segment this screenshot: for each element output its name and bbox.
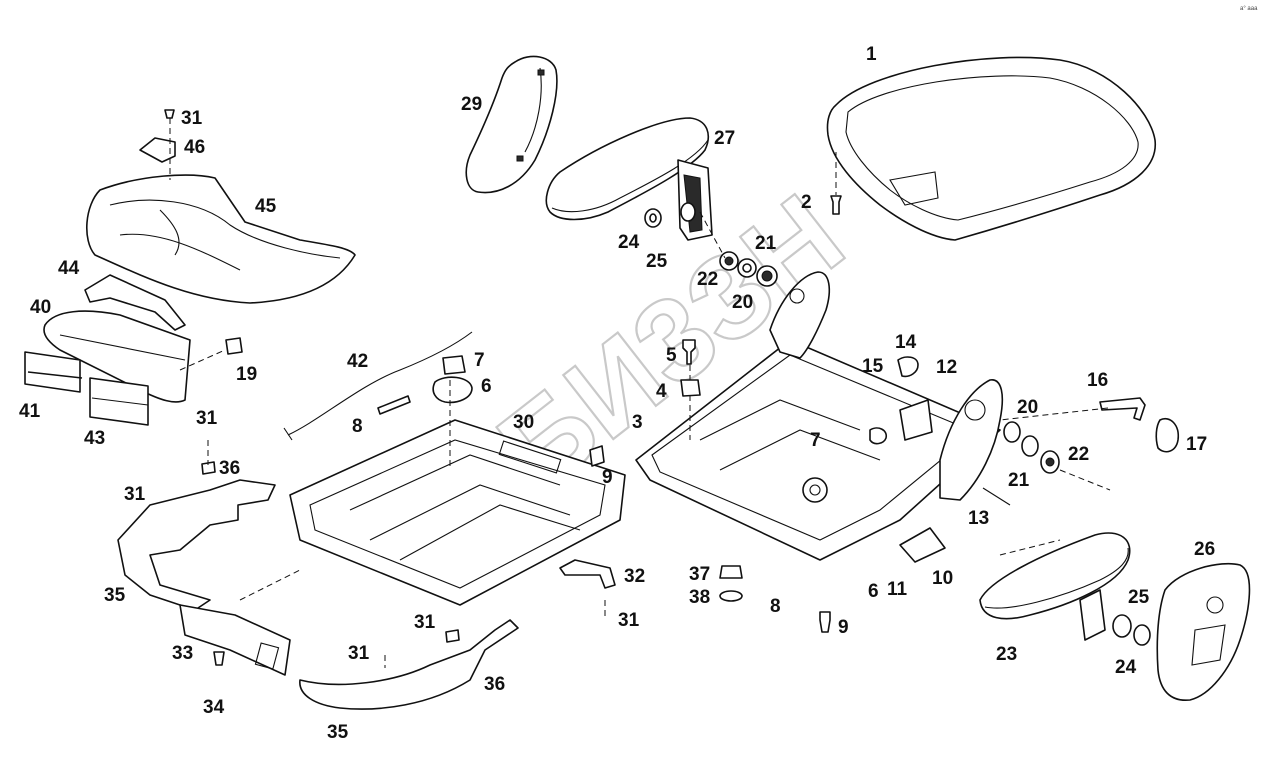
callout-31-bottom: 31 bbox=[414, 612, 436, 633]
callout-22-upper: 22 bbox=[697, 269, 718, 290]
part-fitting-30 bbox=[589, 445, 605, 467]
callout-17: 17 bbox=[1186, 434, 1207, 455]
callout-24-lower: 24 bbox=[1115, 657, 1137, 678]
callout-30: 30 bbox=[513, 412, 534, 433]
part-armrest-bushings bbox=[644, 202, 696, 228]
corner-mark: a° aaa bbox=[1240, 6, 1258, 12]
callout-5: 5 bbox=[666, 345, 677, 366]
callout-23: 23 bbox=[996, 644, 1017, 665]
part-side-trim-26 bbox=[1156, 562, 1251, 701]
callout-36-lower: 36 bbox=[484, 674, 505, 695]
part-cable-42 bbox=[283, 331, 473, 441]
part-nut-19 bbox=[179, 337, 243, 371]
callout-11: 11 bbox=[887, 579, 908, 600]
callout-21-lower: 21 bbox=[1008, 470, 1030, 491]
part-bracket-46 bbox=[139, 109, 176, 180]
callout-8-left: 8 bbox=[352, 416, 363, 437]
callout-35-upper: 35 bbox=[104, 585, 126, 606]
callout-31-mid: 31 bbox=[196, 408, 218, 429]
callout-33: 33 bbox=[172, 643, 193, 664]
part-seat-cushion bbox=[826, 56, 1156, 241]
callout-25-upper: 25 bbox=[646, 251, 668, 272]
part-fitting-36 bbox=[201, 461, 460, 643]
callout-21-upper: 21 bbox=[755, 233, 777, 254]
callout-10: 10 bbox=[932, 568, 953, 589]
callout-46: 46 bbox=[184, 137, 205, 158]
callout-43: 43 bbox=[84, 428, 105, 449]
part-bracket-44 bbox=[84, 274, 186, 331]
callout-31-left: 31 bbox=[124, 484, 146, 505]
part-side-trim-29 bbox=[465, 55, 558, 194]
part-rail-41 bbox=[24, 351, 83, 393]
callout-12: 12 bbox=[936, 357, 957, 378]
callout-15: 15 bbox=[862, 356, 884, 377]
part-mechanism-left bbox=[377, 355, 473, 415]
callout-9-top: 9 bbox=[602, 467, 613, 488]
callout-42: 42 bbox=[347, 351, 368, 372]
callout-24-upper: 24 bbox=[618, 232, 640, 253]
callout-26: 26 bbox=[1194, 539, 1215, 560]
callout-31-top: 31 bbox=[181, 108, 203, 129]
callout-31-right: 31 bbox=[618, 610, 640, 631]
callout-32: 32 bbox=[624, 566, 645, 587]
callout-4: 4 bbox=[656, 381, 667, 402]
part-rail-43 bbox=[89, 377, 149, 426]
part-slide-33 bbox=[179, 604, 291, 676]
part-seat-frame-left bbox=[289, 419, 626, 606]
part-seat-frame-3 bbox=[635, 271, 1004, 561]
part-screw-2 bbox=[830, 152, 842, 215]
callout-7-left: 7 bbox=[474, 350, 485, 371]
callout-19: 19 bbox=[236, 364, 257, 385]
callout-31-lower: 31 bbox=[348, 643, 370, 664]
callout-36-upper: 36 bbox=[219, 458, 240, 479]
callout-9-bottom: 9 bbox=[838, 617, 849, 638]
callout-20-lower: 20 bbox=[1017, 397, 1038, 418]
callout-35-lower: 35 bbox=[327, 722, 349, 743]
part-washers-lower bbox=[982, 421, 1060, 506]
callout-25-lower: 25 bbox=[1128, 587, 1150, 608]
callout-38: 38 bbox=[689, 587, 710, 608]
part-seat-pan-45 bbox=[85, 174, 356, 304]
callout-22-lower: 22 bbox=[1068, 444, 1089, 465]
callout-8-right: 8 bbox=[770, 596, 781, 617]
part-lever-16 bbox=[1099, 397, 1180, 453]
part-bracket-10 bbox=[899, 527, 946, 563]
part-mechanism-12 bbox=[869, 356, 933, 445]
callout-41: 41 bbox=[19, 401, 41, 422]
part-bracket-32 bbox=[559, 559, 616, 589]
callout-44: 44 bbox=[58, 258, 80, 279]
callout-45: 45 bbox=[255, 196, 277, 217]
part-nut-37 bbox=[719, 565, 743, 602]
callout-6-left: 6 bbox=[481, 376, 492, 397]
callout-6-right: 6 bbox=[868, 581, 879, 602]
callout-37: 37 bbox=[689, 564, 710, 585]
callout-16: 16 bbox=[1087, 370, 1108, 391]
callout-27: 27 bbox=[714, 128, 735, 149]
callouts: 1 2 3 4 5 6 6 7 7 8 8 9 9 10 11 12 13 14… bbox=[19, 44, 1215, 743]
callout-29: 29 bbox=[461, 94, 482, 115]
callout-40: 40 bbox=[30, 297, 51, 318]
part-armrest-23 bbox=[979, 532, 1131, 641]
callout-14: 14 bbox=[895, 332, 917, 353]
part-bushings-right bbox=[1112, 614, 1151, 646]
part-rail-35-lower bbox=[299, 619, 519, 710]
callout-1: 1 bbox=[866, 44, 877, 65]
callout-13: 13 bbox=[968, 508, 989, 529]
part-bolt-5 bbox=[680, 339, 701, 440]
callout-7-right: 7 bbox=[810, 430, 821, 451]
callout-20-upper: 20 bbox=[732, 292, 753, 313]
callout-3: 3 bbox=[632, 412, 643, 433]
part-armrest-27 bbox=[545, 117, 713, 241]
leader-lines bbox=[207, 211, 1111, 668]
part-bolt-34 bbox=[213, 651, 225, 666]
part-screw-9 bbox=[819, 611, 831, 633]
callout-34: 34 bbox=[203, 697, 225, 718]
callout-2: 2 bbox=[801, 192, 812, 213]
